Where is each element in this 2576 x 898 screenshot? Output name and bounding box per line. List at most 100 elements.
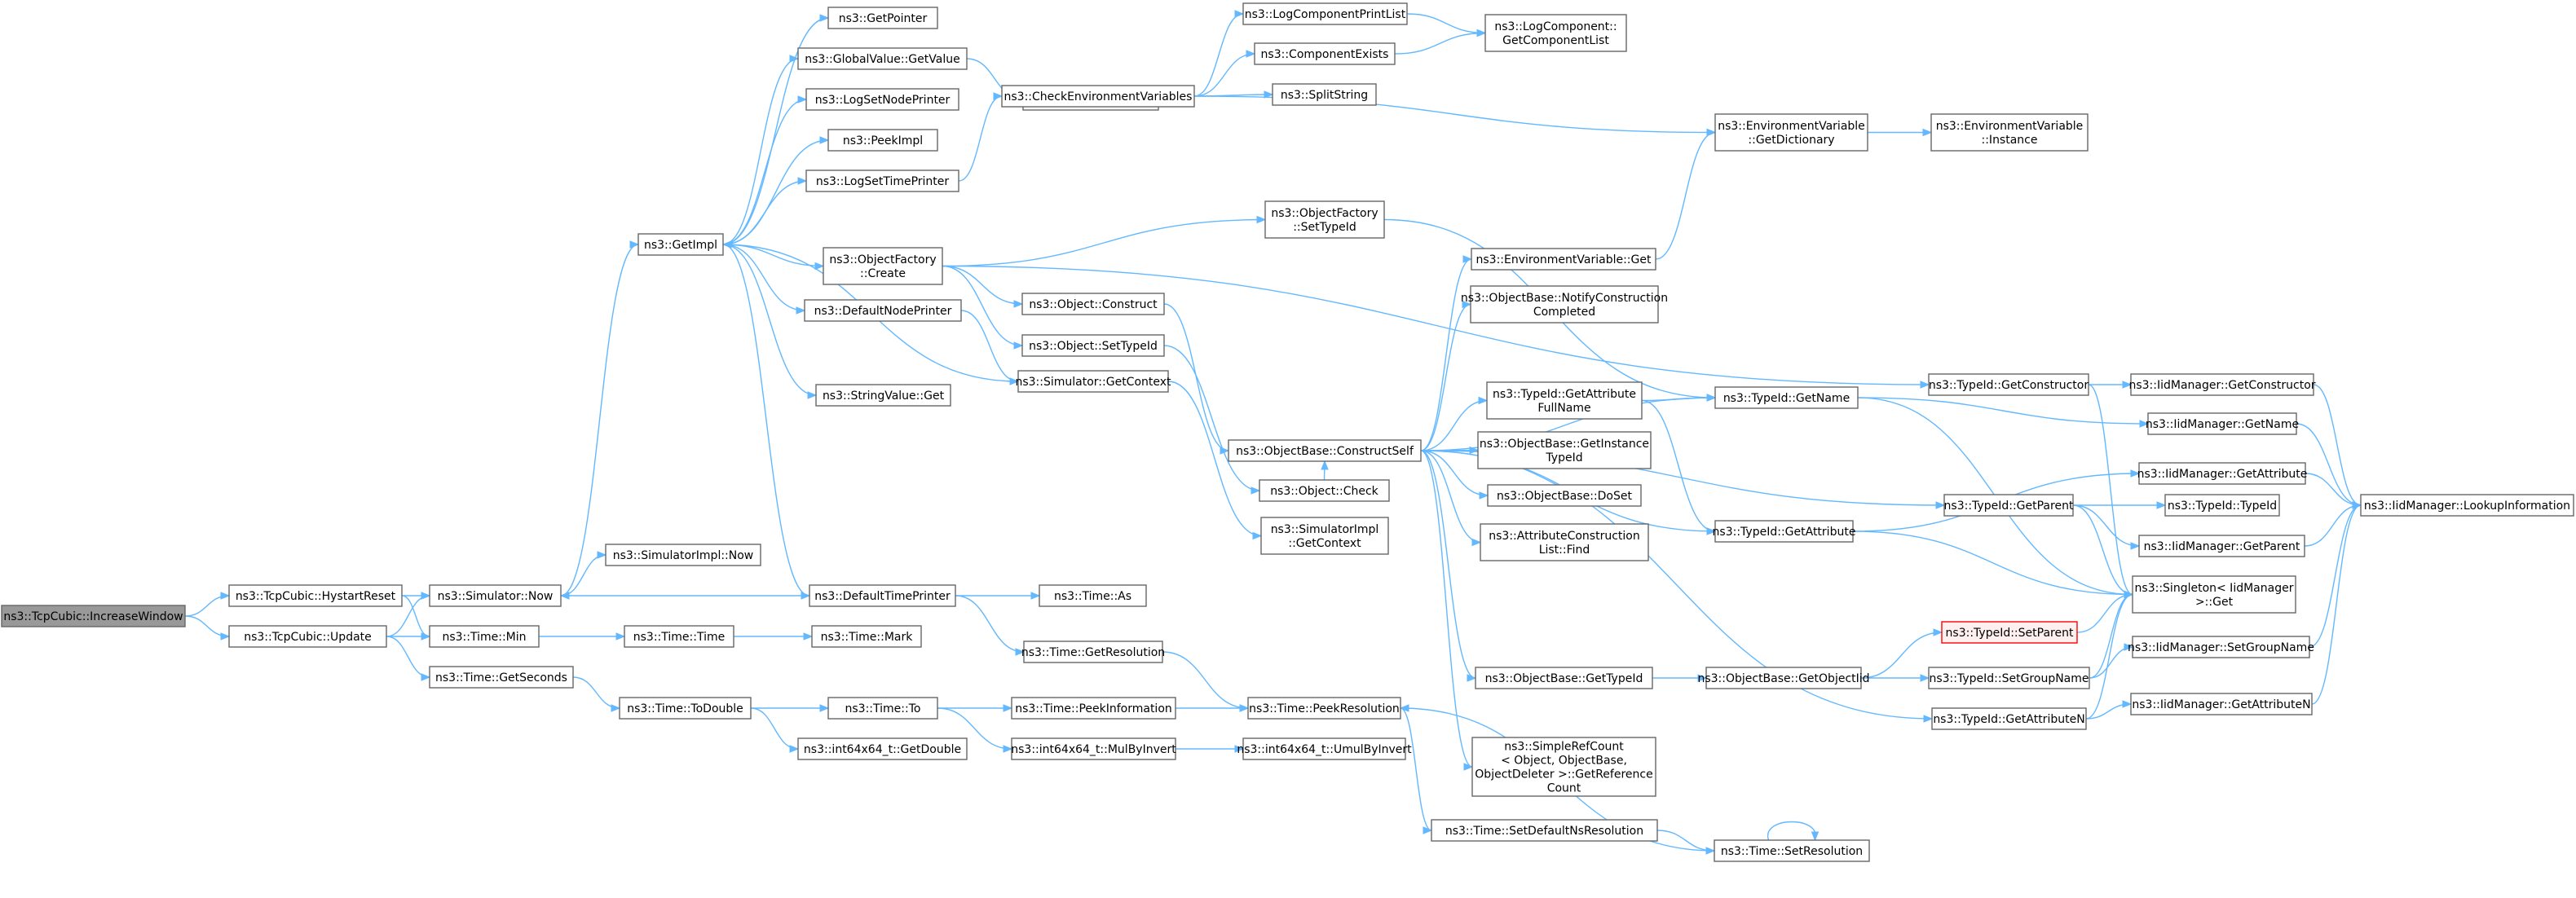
graph-node[interactable]: ns3::ObjectBase::GetObjectIid — [1697, 667, 1870, 689]
edge-n18-n24 — [942, 265, 1024, 308]
node-box — [1931, 707, 2087, 730]
node-label: ns3::ObjectBase::GetObjectIid — [1697, 672, 1869, 685]
edge-n57-n65 — [2072, 504, 2141, 550]
graph-node[interactable]: ns3::SimpleRefCount< Object, ObjectBase,… — [1471, 737, 1656, 797]
graph-node[interactable]: ns3::PeekImpl — [827, 129, 938, 152]
graph-node[interactable]: ns3::IidManager::GetAttributeN — [2130, 693, 2313, 715]
node-label: ns3::Simulator::Now — [438, 590, 554, 603]
graph-node[interactable]: ns3::TypeId::GetConstructor — [1928, 373, 2089, 396]
node-label: ns3::SplitString — [1281, 89, 1368, 102]
node-label: ns3::Time::GetSeconds — [435, 671, 567, 685]
graph-node[interactable]: ns3::DefaultTimePrinter — [809, 584, 956, 607]
graph-node[interactable]: ns3::GetPointer — [827, 7, 938, 29]
graph-node[interactable]: ns3::IidManager::LookupInformation — [2360, 494, 2574, 517]
graph-node[interactable]: ns3::Object::Check — [1259, 479, 1390, 502]
graph-node[interactable]: ns3::int64x64_t::UmulByInvert — [1237, 737, 1412, 760]
node-box — [1705, 667, 1862, 689]
graph-node[interactable]: ns3::ObjectBase::ConstructSelf — [1228, 439, 1422, 462]
graph-node[interactable]: ns3::TypeId::GetName — [1714, 386, 1859, 409]
graph-node[interactable]: ns3::StringValue::Get — [815, 384, 951, 407]
graph-node[interactable]: ns3::Time::SetDefaultNsResolution — [1431, 819, 1658, 842]
graph-node[interactable]: ns3::TypeId::TypeId — [2164, 494, 2280, 517]
graph-node[interactable]: ns3::TypeId::SetParent — [1941, 621, 2078, 644]
node-box — [1242, 2, 1408, 25]
node-box — [1714, 386, 1859, 409]
graph-node[interactable]: ns3::Time::Time — [624, 625, 734, 648]
graph-node[interactable]: ns3::LogSetTimePrinter — [805, 169, 959, 192]
graph-node[interactable]: ns3::ObjectBase::GetTypeId — [1475, 667, 1653, 689]
edge-n23-n31 — [1193, 10, 1245, 97]
edge-n62-n69 — [2296, 423, 2362, 509]
edge-n67-n69 — [2309, 501, 2362, 648]
graph-node[interactable]: ns3::Time::PeekResolution — [1247, 697, 1401, 720]
graph-node[interactable]: ns3::TcpCubic::HystartReset — [228, 584, 403, 607]
graph-node[interactable]: ns3::Time::Mark — [811, 625, 922, 648]
graph-node[interactable]: ns3::SplitString — [1272, 83, 1377, 106]
graph-node[interactable]: ns3::LogSetNodePrinter — [805, 88, 959, 111]
graph-node[interactable]: ns3::TypeId::GetAttribute — [1713, 520, 1856, 543]
edge-n26-n37 — [1167, 381, 1263, 540]
graph-node[interactable]: ns3::ObjectBase::DoSet — [1487, 484, 1642, 507]
graph-node[interactable]: ns3::EnvironmentVariable::GetDictionary — [1714, 113, 1868, 152]
node-box — [1941, 621, 2078, 644]
graph-node[interactable]: ns3::Object::SetTypeId — [1021, 334, 1165, 357]
graph-node[interactable]: ns3::DefaultNodePrinter — [804, 299, 962, 322]
node-label: ns3::TypeId::GetParent — [1944, 500, 2074, 513]
node-box — [1017, 370, 1169, 393]
graph-node[interactable]: ns3::GetImpl — [637, 233, 724, 256]
graph-node[interactable]: ns3::SimulatorImpl::GetContext — [1260, 517, 1389, 555]
graph-node[interactable]: ns3::TypeId::GetAttributeN — [1931, 707, 2087, 730]
graph-node[interactable]: ns3::Time::ToDouble — [619, 697, 752, 720]
graph-node[interactable]: ns3::ComponentExists — [1254, 42, 1396, 65]
graph-node[interactable]: ns3::Singleton< IidManager>::Get — [2132, 575, 2296, 614]
node-box — [2138, 462, 2306, 485]
graph-node[interactable]: ns3::int64x64_t::MulByInvert — [1011, 737, 1176, 760]
edge-n25-n36 — [1163, 345, 1261, 495]
edge-n21-n28 — [955, 595, 1026, 656]
node-label: ::GetDictionary — [1748, 134, 1834, 147]
graph-node[interactable]: ns3::Time::GetSeconds — [429, 666, 574, 689]
graph-node[interactable]: ns3::LogComponent::GetComponentList — [1484, 14, 1627, 52]
graph-node[interactable]: ns3::IidManager::SetGroupName — [2128, 636, 2314, 658]
graph-node[interactable]: ns3::SimulatorImpl::Now — [605, 544, 761, 566]
graph-node[interactable]: ns3::ObjectBase::NotifyConstructionCompl… — [1461, 285, 1668, 324]
graph-node[interactable]: ns3::Simulator::GetContext — [1015, 370, 1171, 393]
graph-node[interactable]: ns3::IidManager::GetParent — [2138, 535, 2305, 557]
node-box — [797, 47, 968, 70]
graph-node[interactable]: ns3::Time::Min — [429, 625, 540, 648]
graph-node[interactable]: ns3::Time::SetResolution — [1714, 839, 1870, 862]
graph-node[interactable]: ns3::TcpCubic::IncreaseWindow — [1, 605, 186, 627]
graph-node[interactable]: ns3::Time::PeekInformation — [1011, 697, 1176, 720]
node-box — [2130, 373, 2314, 396]
graph-node[interactable]: ns3::Time::To — [827, 697, 938, 720]
graph-node[interactable]: ns3::Time::GetResolution — [1021, 640, 1165, 663]
graph-node[interactable]: ns3::GlobalValue::GetValue — [797, 47, 968, 70]
graph-node[interactable]: ns3::Time::As — [1039, 584, 1147, 607]
node-label: ns3::TypeId::GetAttributeN — [1933, 713, 2084, 726]
graph-node[interactable]: ns3::ObjectFactory::SetTypeId — [1264, 200, 1385, 239]
graph-node[interactable]: ns3::EnvironmentVariable::Instance — [1930, 113, 2089, 152]
graph-node[interactable]: ns3::IidManager::GetAttribute — [2137, 462, 2308, 485]
node-label: ns3::Simulator::GetContext — [1015, 376, 1171, 389]
node-label: ns3::TypeId::SetParent — [1946, 627, 2074, 640]
graph-node[interactable]: ns3::EnvironmentVariable::Get — [1471, 248, 1656, 271]
graph-node[interactable]: ns3::int64x64_t::GetDouble — [797, 737, 968, 760]
graph-node[interactable]: ns3::LogComponentPrintList — [1242, 2, 1408, 25]
graph-node[interactable]: ns3::Simulator::Now — [429, 584, 562, 607]
graph-node[interactable]: ns3::TypeId::GetParent — [1943, 494, 2074, 517]
graph-node[interactable]: ns3::Object::Construct — [1021, 293, 1165, 315]
graph-node[interactable]: ns3::TcpCubic::Update — [228, 625, 387, 648]
graph-node[interactable]: ns3::IidManager::GetName — [2146, 412, 2299, 435]
edge-n6-n14 — [722, 55, 800, 245]
graph-node[interactable]: ns3::IidManager::GetConstructor — [2128, 373, 2316, 396]
graph-node[interactable]: ns3::TypeId::SetGroupName — [1928, 667, 2090, 689]
graph-node[interactable]: ns3::CheckEnvironmentVariables — [1001, 85, 1195, 108]
graph-node[interactable]: ns3::ObjectFactory::Create — [823, 247, 943, 285]
edge-n44-n53 — [1641, 399, 1717, 535]
edge-n56-n66 — [2088, 384, 2134, 599]
node-box — [2138, 535, 2305, 557]
